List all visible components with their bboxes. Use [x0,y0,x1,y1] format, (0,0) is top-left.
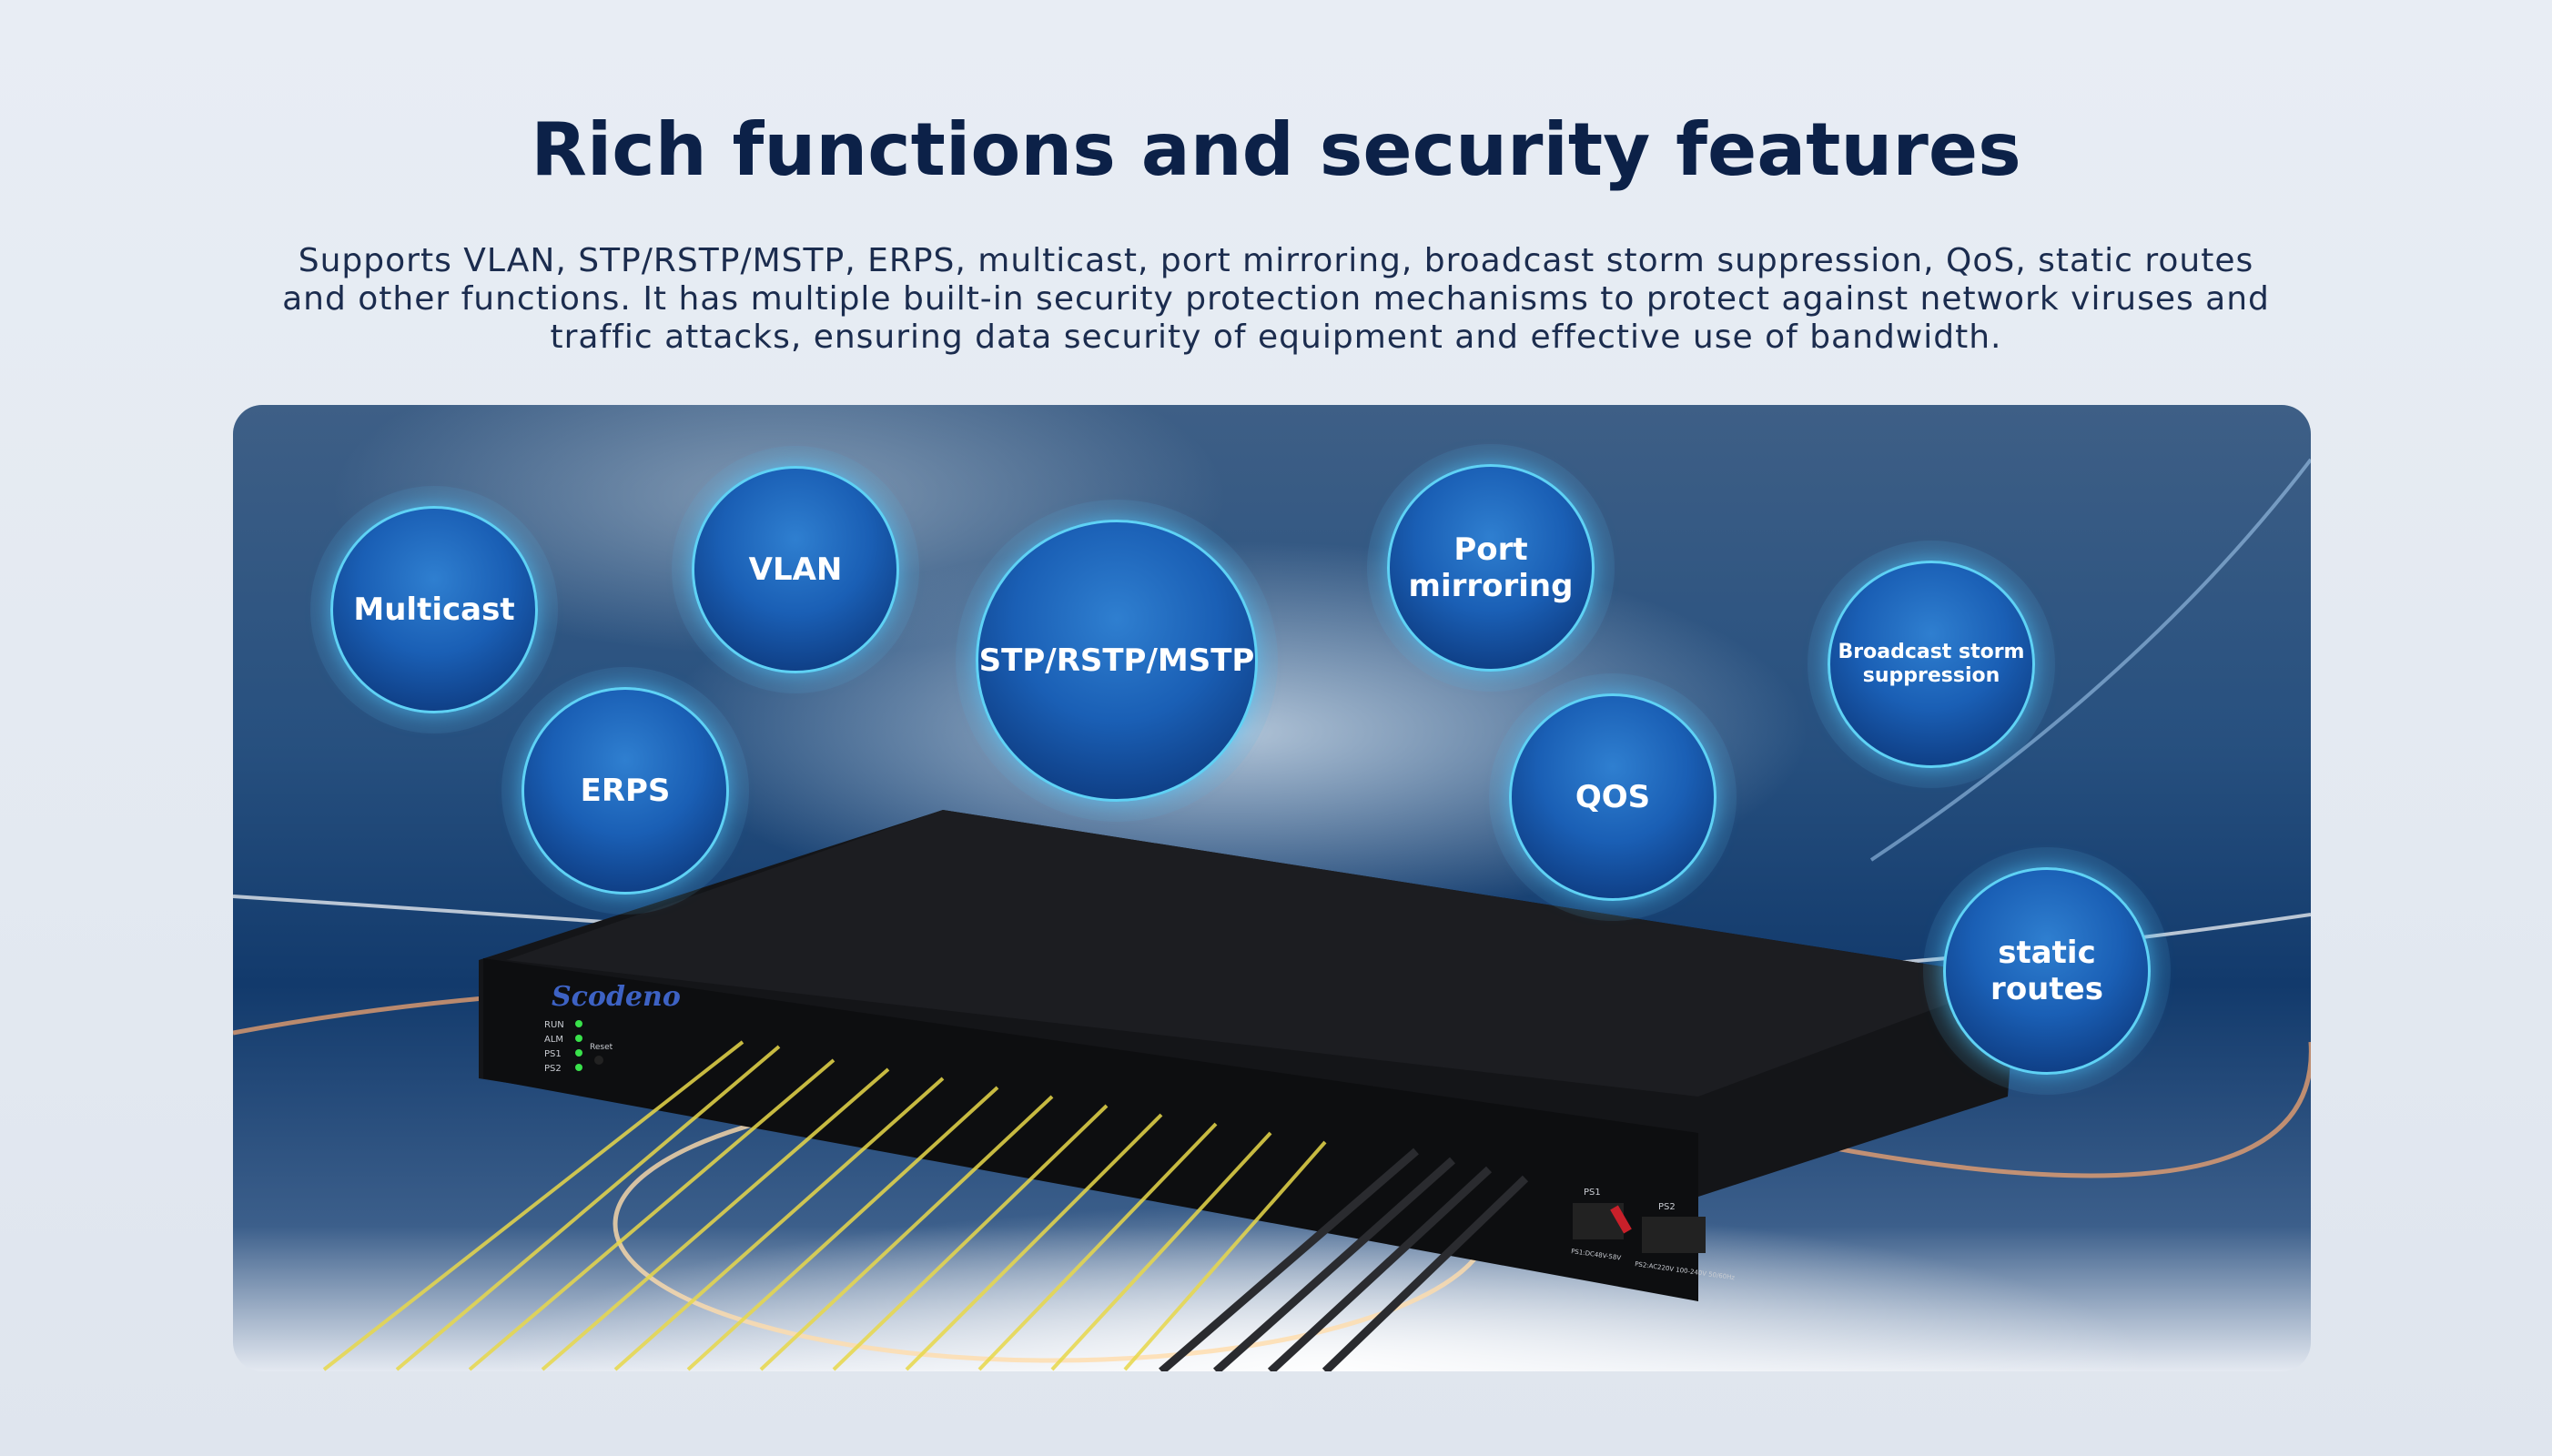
led-label-alm: ALM [544,1035,563,1045]
reset-button[interactable] [594,1056,603,1065]
feature-erps: ERPS [522,687,729,895]
ethernet-cables [1159,1148,1529,1371]
feature-port-mirroring: Port mirroring [1387,464,1595,672]
feature-vlan: VLAN [692,466,899,673]
feature-broadcast-storm-suppression: Broadcast storm suppression [1828,561,2035,768]
fiber-cables [322,1040,1327,1371]
page-description: Supports VLAN, STP/RSTP/MSTP, ERPS, mult… [282,242,2270,356]
feature-label: QOS [1575,779,1651,815]
reset-label: Reset [590,1043,613,1052]
feature-static-routes: static routes [1943,867,2151,1075]
heatsink-top [506,810,2017,1097]
status-leds [575,1020,582,1071]
ps1-label: PS1 [1584,1188,1601,1198]
feature-label: Broadcast storm suppression [1838,641,2025,687]
feature-stp: STP/RSTP/MSTP [976,520,1258,802]
led-label-ps1: PS1 [544,1049,562,1059]
light-streak [1869,458,2311,862]
feature-qos: QOS [1509,693,1717,901]
led-label-run: RUN [544,1020,564,1030]
feature-label: STP/RSTP/MSTP [978,642,1255,679]
feature-label: Port mirroring [1408,531,1574,604]
led-label-ps2: PS2 [544,1064,562,1074]
led-labels: RUN ALM PS1 PS2 [544,1020,564,1074]
brand-logo: Scodeno [552,981,681,1013]
power-terminal-ps2 [1642,1217,1706,1253]
switch-device-illustration: Scodeno RUN ALM PS1 PS2 Reset PS1 PS2 PS… [233,458,2311,1371]
page-title: Rich functions and security features [531,107,2021,192]
feature-multicast: Multicast [330,506,538,713]
feature-label: static routes [1990,935,2103,1007]
ground-lug [1610,1205,1632,1234]
ps2-label: PS2 [1658,1202,1676,1212]
product-hero-image: Scodeno RUN ALM PS1 PS2 Reset PS1 PS2 PS… [233,405,2311,1371]
feature-label: Multicast [353,592,515,628]
feature-label: ERPS [580,773,671,809]
feature-label: VLAN [748,551,843,588]
